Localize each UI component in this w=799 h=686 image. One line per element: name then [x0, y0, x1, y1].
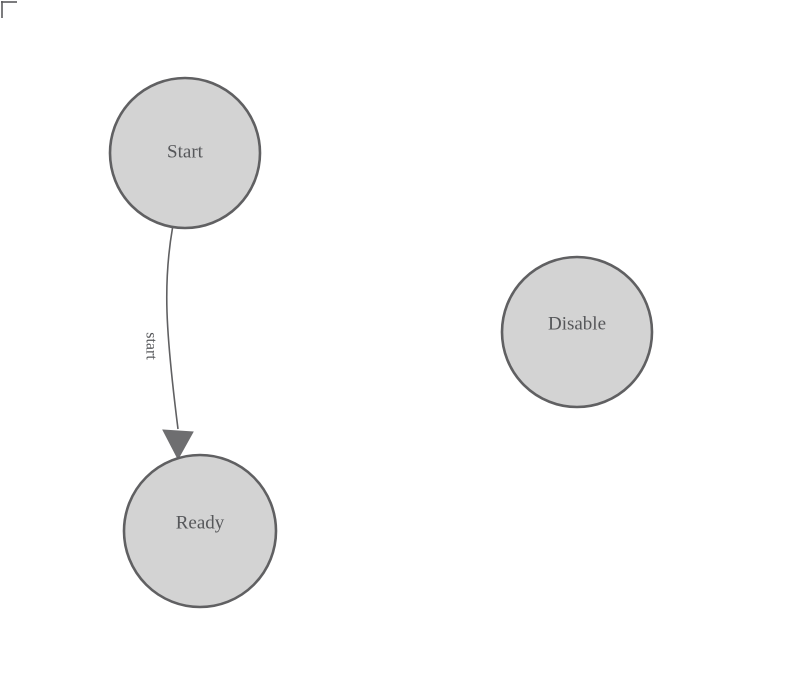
node-start-label: Start [167, 141, 204, 162]
node-start[interactable]: Start [108, 76, 262, 230]
node-ready-label: Ready [176, 512, 225, 533]
node-ready-circle[interactable] [122, 453, 278, 609]
edge-start-to-ready[interactable]: start [142, 227, 194, 461]
node-disable-circle[interactable] [500, 255, 654, 409]
node-start-circle[interactable] [108, 76, 262, 230]
crop-corner-mark-icon [1, 1, 17, 18]
arrowhead-icon [162, 429, 194, 461]
node-disable-label: Disable [548, 313, 606, 334]
node-ready[interactable]: Ready [122, 453, 278, 609]
edge-label-start: start [142, 332, 159, 360]
node-disable[interactable]: Disable [500, 255, 654, 409]
edge-line[interactable] [165, 227, 179, 430]
